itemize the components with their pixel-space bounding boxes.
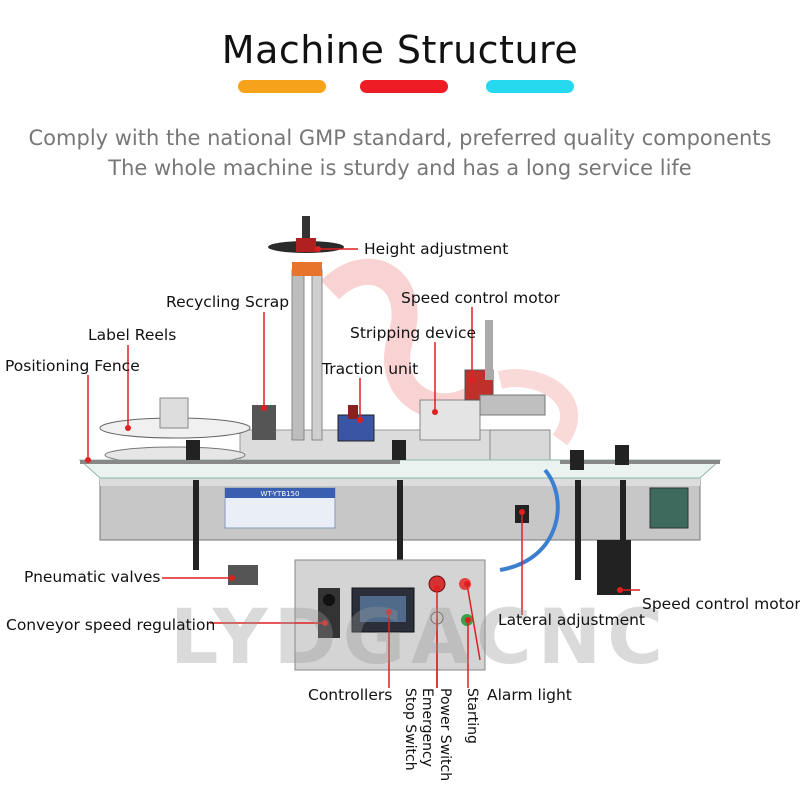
pneumatic-valve-body (228, 565, 258, 585)
traction-unit-block (337, 414, 375, 442)
controller-display (360, 596, 406, 622)
label-recycling-scrap: Recycling Scrap (166, 293, 290, 311)
label-controllers: Controllers (308, 686, 393, 704)
callout-lines (87, 248, 640, 688)
decorative-swirl-2 (497, 369, 579, 446)
label-pneumatic-valves: Pneumatic valves (24, 568, 161, 586)
handwheel-handle (302, 216, 310, 248)
label-lateral-adjustment: Lateral adjustment (498, 611, 646, 629)
cyan-accent-bar (486, 80, 574, 93)
model-plate-text: WT-YTB150 (261, 490, 300, 498)
label-speed-control-motor-bottom: Speed control motor (642, 595, 800, 613)
motor-post (485, 320, 493, 380)
label-traction-unit: Traction unit (322, 360, 419, 378)
subtitle-line-1: Comply with the national GMP standard, p… (28, 126, 772, 150)
label-stripping-device: Stripping device (350, 324, 477, 342)
fence-knobs (186, 440, 629, 580)
label-starting: Starting (464, 688, 480, 744)
label-label-reels: Label Reels (88, 326, 177, 344)
watermark: LYDGACNC (170, 592, 670, 681)
label-reel-hub (159, 397, 189, 429)
model-plate-header (225, 488, 335, 498)
speed-knob (323, 594, 335, 606)
label-speed-control-motor-top: Speed control motor (401, 289, 560, 307)
subtitle-line-2: The whole machine is sturdy and has a lo… (108, 156, 692, 180)
callout-dots (85, 246, 623, 626)
page-title: Machine Structure (221, 28, 579, 72)
handwheel-hub (296, 238, 316, 252)
stripping-device (419, 399, 481, 441)
label-alarm-light: Alarm light (487, 686, 572, 704)
conveyor-belt (78, 459, 722, 479)
traction-knob (348, 405, 358, 419)
orange-accent-bar (238, 80, 326, 93)
head-bracket (479, 394, 546, 416)
label-height-adjustment: Height adjustment (364, 240, 509, 258)
left-column (291, 269, 305, 441)
label-conveyor-speed-regulation: Conveyor speed regulation (6, 616, 216, 634)
speed-motor-bottom (597, 540, 631, 595)
label-emergency-stop-switch: Emergency Stop Switch (402, 688, 435, 771)
bearing-block (649, 487, 689, 529)
height-collar (292, 262, 322, 276)
red-accent-bar (360, 80, 448, 93)
label-power-switch: Power Switch (437, 688, 453, 782)
right-column (311, 269, 323, 441)
label-positioning-fence: Positioning Fence (5, 357, 140, 375)
air-hose (499, 468, 560, 572)
